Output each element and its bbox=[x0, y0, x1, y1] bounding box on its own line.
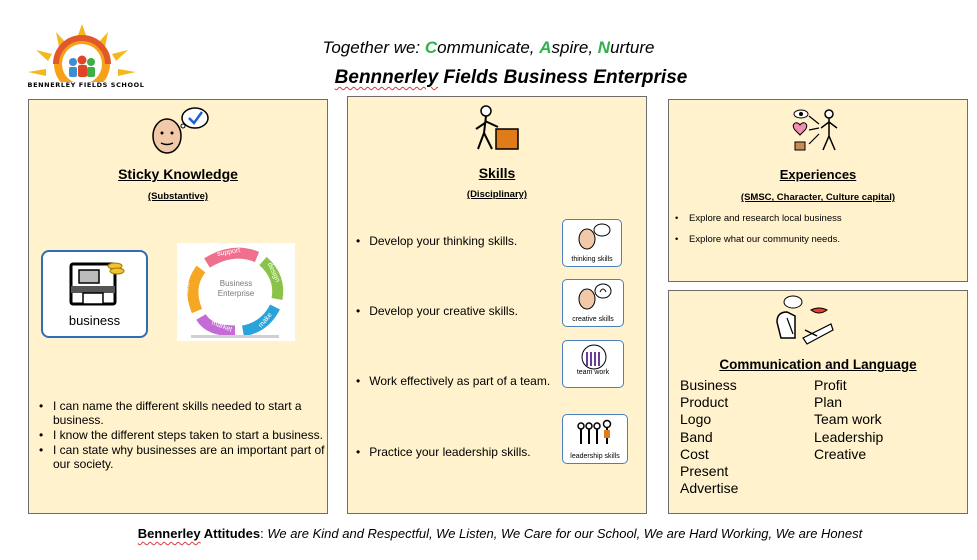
experiences-list: Explore and research local business Expl… bbox=[671, 212, 965, 246]
skills-subtitle: (Disciplinary) bbox=[466, 189, 528, 200]
experiences-panel: Experiences (SMSC, Character, Culture ca… bbox=[668, 99, 968, 282]
leadership-icon bbox=[577, 419, 612, 444]
skill-item-leadership: Practice your leadership skills. bbox=[356, 445, 530, 459]
vocab-word: Band bbox=[680, 428, 713, 445]
vocab-word: Leadership bbox=[814, 428, 884, 445]
list-item: Explore what our community needs. bbox=[671, 233, 965, 246]
vocab-word: Advertise bbox=[680, 480, 739, 497]
skill-item-thinking: Develop your thinking skills. bbox=[356, 234, 517, 248]
thinking-face-icon bbox=[147, 106, 211, 161]
attitudes-footer: Bennerley Attitudes: We are Kind and Res… bbox=[137, 526, 863, 541]
leadership-skills-symbol-card: leadership skills bbox=[562, 414, 628, 464]
creative-face-icon bbox=[578, 283, 612, 310]
vocab-word: Creative bbox=[814, 445, 867, 462]
worker-carrying-box-icon bbox=[472, 103, 522, 158]
vocab-word: Logo bbox=[680, 411, 712, 428]
business-symbol-card: business bbox=[41, 250, 148, 338]
list-item: Explore and research local business bbox=[671, 212, 965, 225]
skills-title: Skills bbox=[478, 165, 516, 181]
list-item: I can name the different skills needed t… bbox=[37, 399, 325, 427]
vocab-word: Business bbox=[680, 377, 737, 393]
skill-item-teamwork: Work effectively as part of a team. bbox=[356, 374, 550, 388]
thinking-face-icon bbox=[578, 223, 611, 250]
thinking-skills-symbol-card: thinking skills bbox=[562, 219, 622, 267]
cycle-center-label: Business Enterprise bbox=[217, 279, 255, 298]
vocab-word: Plan bbox=[814, 394, 843, 411]
vocabulary-column-2: Profit Plan Team work Leadership Creativ… bbox=[814, 377, 883, 463]
sticky-knowledge-subtitle: (Substantive) bbox=[147, 191, 209, 202]
vocab-word: Product bbox=[680, 394, 729, 411]
experiences-subtitle: (SMSC, Character, Culture capital) bbox=[740, 192, 896, 203]
sticky-knowledge-title: Sticky Knowledge bbox=[118, 166, 238, 182]
team-work-symbol-card: team work bbox=[562, 340, 624, 388]
list-item: I can state why businesses are an import… bbox=[37, 443, 325, 471]
sticky-knowledge-list: I can name the different skills needed t… bbox=[37, 399, 325, 471]
experiences-icon bbox=[791, 106, 841, 159]
vocab-word: Present bbox=[680, 463, 729, 480]
leadership-skills-label: leadership skills bbox=[570, 453, 620, 460]
experiences-title: Experiences bbox=[779, 167, 857, 182]
school-motto: Together we: Communicate, Aspire, Nurtur… bbox=[322, 38, 655, 57]
vocab-word: Profit bbox=[814, 377, 847, 393]
communication-icon bbox=[773, 294, 839, 353]
vocabulary-column-1: Business Product Logo Band Cost Present … bbox=[680, 377, 738, 497]
vocab-word: Team work bbox=[814, 411, 882, 428]
sticky-knowledge-panel: Sticky Knowledge (Substantive) business … bbox=[28, 99, 328, 514]
creative-skills-label: creative skills bbox=[572, 316, 614, 323]
skills-panel: Skills (Disciplinary) Develop your think… bbox=[347, 96, 647, 514]
communication-language-title: Communication and Language bbox=[719, 357, 917, 372]
business-enterprise-cycle-diagram: Business Enterprise support design make … bbox=[177, 243, 295, 341]
team-work-icon bbox=[581, 344, 607, 370]
page-title: Bennnerley Fields Business Enterprise bbox=[334, 67, 688, 88]
skill-item-creative: Develop your creative skills. bbox=[356, 304, 518, 318]
list-item: I know the different steps taken to star… bbox=[37, 428, 325, 442]
communication-language-panel: Communication and Language Business Prod… bbox=[668, 290, 968, 514]
business-symbol-label: business bbox=[68, 313, 121, 328]
school-logo bbox=[26, 24, 138, 94]
thinking-skills-label: thinking skills bbox=[571, 256, 613, 263]
vocab-word: Cost bbox=[680, 445, 709, 462]
school-name: BENNERLEY FIELDS SCHOOL bbox=[27, 81, 145, 89]
business-icon bbox=[69, 262, 125, 306]
team-work-label: team work bbox=[576, 369, 610, 376]
creative-skills-symbol-card: creative skills bbox=[562, 279, 624, 327]
